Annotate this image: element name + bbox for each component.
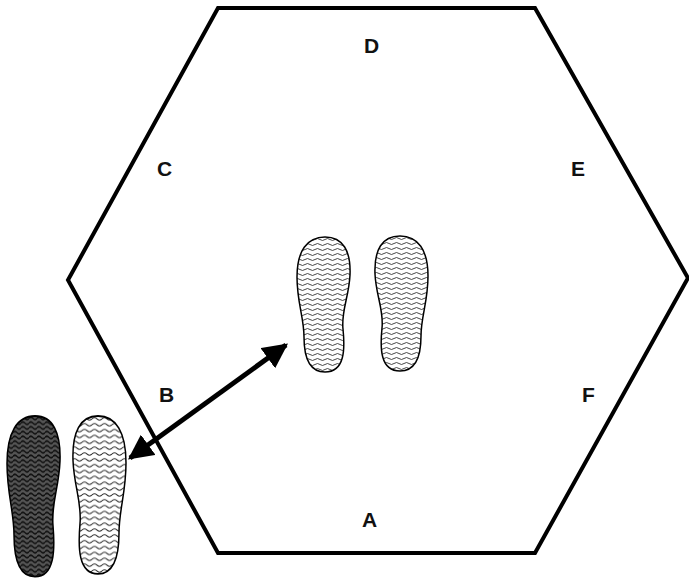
side-letter: E xyxy=(571,158,585,179)
movement-arrow xyxy=(130,345,286,458)
side-letter: D xyxy=(364,35,379,56)
side-letter: C xyxy=(157,158,172,179)
side-letter: F xyxy=(582,384,595,405)
center-right-foot xyxy=(375,236,428,371)
center-left-foot xyxy=(297,237,350,372)
hexagon-outline xyxy=(68,8,688,553)
outside-light-foot xyxy=(73,416,126,574)
outside-dark-foot xyxy=(7,416,60,577)
side-letter: A xyxy=(362,509,377,530)
side-letter: B xyxy=(159,384,174,405)
